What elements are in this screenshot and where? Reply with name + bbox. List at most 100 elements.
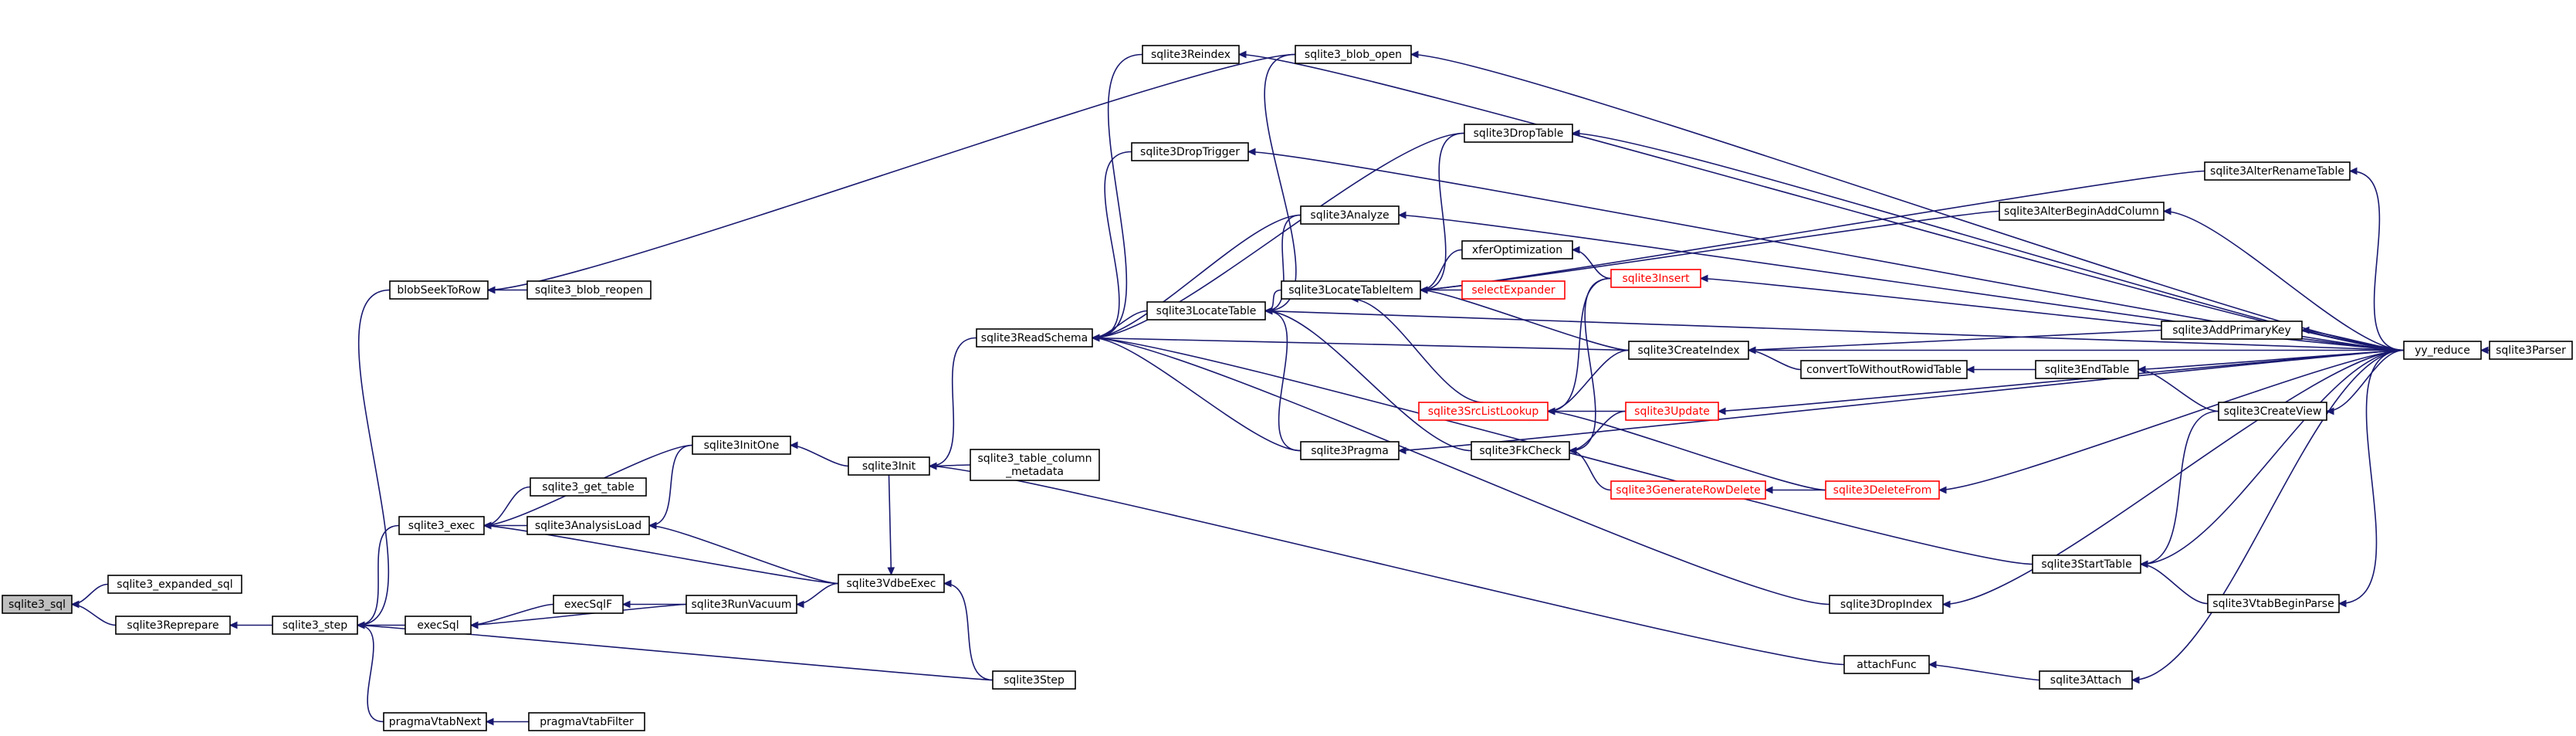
node-sqlite3-exec[interactable]: sqlite3_exec xyxy=(398,516,485,535)
call-edge xyxy=(483,524,839,585)
node-sqlite3reprepare[interactable]: sqlite3Reprepare xyxy=(115,616,231,635)
node-sqlite3createview[interactable]: sqlite3CreateView xyxy=(2218,402,2327,421)
call-edge xyxy=(2349,170,2405,351)
node-box xyxy=(1610,269,1701,288)
node-sqlite3insert[interactable]: sqlite3Insert xyxy=(1610,269,1701,288)
call-edge-arrowhead xyxy=(1717,407,1726,415)
node-label: sqlite3RunVacuum xyxy=(692,599,792,611)
node-box xyxy=(1295,45,1412,64)
node-sqlite3srclistlookup[interactable]: sqlite3SrcListLookup xyxy=(1418,402,1549,421)
node-sqlite3update[interactable]: sqlite3Update xyxy=(1625,402,1719,421)
node-label: sqlite3GenerateRowDelete xyxy=(1616,484,1760,497)
node-yy-reduce[interactable]: yy_reduce xyxy=(2403,341,2482,360)
node-label: sqlite3Reindex xyxy=(1151,49,1230,61)
node-box xyxy=(838,574,945,593)
node-sqlite3-expanded-sql[interactable]: sqlite3_expanded_sql xyxy=(107,575,242,594)
call-edge-arrowhead xyxy=(648,521,657,530)
node-sqlite3reindex[interactable]: sqlite3Reindex xyxy=(1142,45,1240,64)
node-label: sqlite3AnalysisLoad xyxy=(535,520,641,532)
node-sqlite3alterrenametable[interactable]: sqlite3AlterRenameTable xyxy=(2204,161,2351,181)
node-xferoptimization[interactable]: xferOptimization xyxy=(1461,240,1573,259)
node-sqlite3step[interactable]: sqlite3Step xyxy=(992,670,1076,690)
node-sqlite3-blob-open[interactable]: sqlite3_blob_open xyxy=(1295,45,1412,64)
node-sqlite3droptrigger[interactable]: sqlite3DropTrigger xyxy=(1131,142,1249,161)
node-box xyxy=(1300,441,1400,460)
node-label: selectExpander xyxy=(1471,284,1555,297)
node-sqlite3-get-table[interactable]: sqlite3_get_table xyxy=(530,477,647,497)
node-sqlite3initone[interactable]: sqlite3InitOne xyxy=(692,436,791,455)
call-edge xyxy=(2140,349,2405,565)
call-edge xyxy=(1264,310,1302,452)
node-sqlite3analysisload[interactable]: sqlite3AnalysisLoad xyxy=(526,516,650,535)
node-label: sqlite3LocateTableItem xyxy=(1288,284,1413,297)
call-edge xyxy=(648,524,839,585)
node-sqlite3runvacuum[interactable]: sqlite3RunVacuum xyxy=(685,595,797,614)
node-label: attachFunc xyxy=(1857,659,1916,671)
node-sqlite3starttable[interactable]: sqlite3StartTable xyxy=(2032,555,2141,574)
node-box xyxy=(389,280,489,300)
call-edge-arrowhead xyxy=(486,286,496,294)
call-edge-arrowhead xyxy=(2139,560,2148,568)
node-pragmavtabfilter[interactable]: pragmaVtabFilter xyxy=(528,712,645,731)
call-edge xyxy=(2138,368,2219,412)
node-box xyxy=(1146,301,1266,321)
node-sqlite3fkcheck[interactable]: sqlite3FkCheck xyxy=(1471,441,1570,460)
node-box xyxy=(1418,402,1549,421)
node-sqlite3vtabbeginparse[interactable]: sqlite3VtabBeginParse xyxy=(2207,594,2340,613)
node-sqlite3generaterowdelete[interactable]: sqlite3GenerateRowDelete xyxy=(1610,480,1766,500)
node-sqlite3dropindex[interactable]: sqlite3DropIndex xyxy=(1829,595,1944,614)
call-edge-arrowhead xyxy=(1410,50,1419,59)
call-edge-arrowhead xyxy=(1965,365,1975,374)
node-sqlite3deletefrom[interactable]: sqlite3DeleteFrom xyxy=(1825,480,1940,500)
node-sqlite3alterbeginaddcolumn[interactable]: sqlite3AlterBeginAddColumn xyxy=(1999,202,2165,221)
node-sqlite3droptable[interactable]: sqlite3DropTable xyxy=(1464,124,1573,143)
node-sqlite3-table-column-metadata[interactable]: sqlite3_table_column_metadata xyxy=(970,449,1100,481)
call-edge xyxy=(1928,663,2040,681)
call-edge-arrowhead xyxy=(70,600,80,609)
node-sqlite3parser[interactable]: sqlite3Parser xyxy=(2489,341,2573,360)
node-box xyxy=(526,516,650,535)
node-sqlite3-step[interactable]: sqlite3_step xyxy=(272,616,358,635)
node-sqlite3attach[interactable]: sqlite3Attach xyxy=(2039,670,2133,690)
node-box xyxy=(526,280,652,300)
call-edge-arrowhead xyxy=(1419,286,1428,294)
node-sqlite3endtable[interactable]: sqlite3EndTable xyxy=(2035,360,2139,379)
node-pragmavtabnext[interactable]: pragmaVtabNext xyxy=(383,712,487,731)
call-edge-arrowhead xyxy=(1699,274,1708,283)
node-execsqlf[interactable]: execSqlF xyxy=(553,595,624,614)
node-label: pragmaVtabNext xyxy=(389,716,482,728)
node-box xyxy=(405,616,472,635)
node-execsql[interactable]: execSql xyxy=(405,616,472,635)
call-edge-arrowhead xyxy=(469,621,479,629)
node-box xyxy=(1471,441,1570,460)
call-edge-arrowhead xyxy=(1571,129,1580,137)
call-edge xyxy=(1092,132,1465,339)
node-sqlite3-blob-reopen[interactable]: sqlite3_blob_reopen xyxy=(526,280,652,300)
node-label: sqlite3DropIndex xyxy=(1840,599,1932,611)
node-sqlite3locatetableitem[interactable]: sqlite3LocateTableItem xyxy=(1281,280,1421,300)
node-sqlite3readschema[interactable]: sqlite3ReadSchema xyxy=(976,328,1093,348)
node-blobseektorow[interactable]: blobSeekToRow xyxy=(389,280,489,300)
node-sqlite3-sql[interactable]: sqlite3_sql xyxy=(2,595,73,614)
node-label: sqlite3_table_column xyxy=(978,453,1092,465)
node-sqlite3analyze[interactable]: sqlite3Analyze xyxy=(1300,205,1400,225)
node-box xyxy=(1281,280,1421,300)
node-sqlite3locatetable[interactable]: sqlite3LocateTable xyxy=(1146,301,1266,321)
call-edge-arrowhead xyxy=(2137,365,2146,374)
node-sqlite3createindex[interactable]: sqlite3CreateIndex xyxy=(1628,341,1749,360)
node-selectexpander[interactable]: selectExpander xyxy=(1461,280,1566,300)
node-sqlite3init[interactable]: sqlite3Init xyxy=(848,456,930,476)
node-label: sqlite3Reprepare xyxy=(127,619,218,632)
node-sqlite3addprimarykey[interactable]: sqlite3AddPrimaryKey xyxy=(2161,321,2303,340)
node-attachfunc[interactable]: attachFunc xyxy=(1843,655,1930,674)
node-label: sqlite3_exec xyxy=(408,520,476,532)
node-converttowithoutrowidtable[interactable]: convertToWithoutRowidTable xyxy=(1800,360,1968,379)
node-label: sqlite3_step xyxy=(283,619,347,632)
node-box xyxy=(398,516,485,535)
node-label: sqlite3Step xyxy=(1004,674,1065,687)
node-box xyxy=(2032,555,2141,574)
node-sqlite3vdbeexec[interactable]: sqlite3VdbeExec xyxy=(838,574,945,593)
node-label: sqlite3_blob_reopen xyxy=(535,284,643,297)
node-label: sqlite3Attach xyxy=(2050,674,2121,687)
node-sqlite3pragma[interactable]: sqlite3Pragma xyxy=(1300,441,1400,460)
